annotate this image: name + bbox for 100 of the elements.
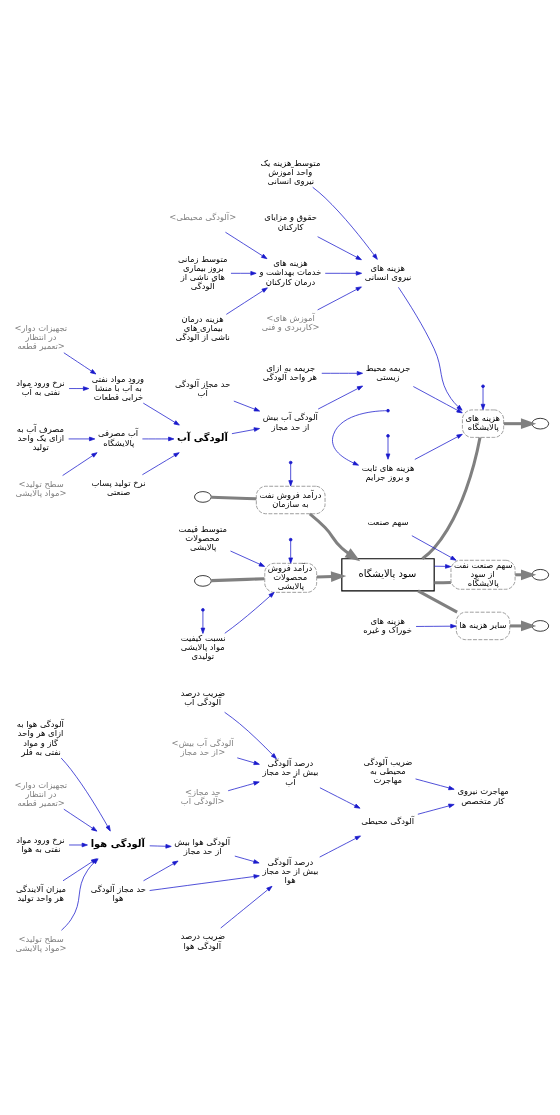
node-text: هزینه های خوراک و غیره bbox=[363, 615, 412, 635]
arrow bbox=[316, 570, 347, 582]
arrow bbox=[414, 433, 463, 460]
arrow bbox=[417, 803, 455, 815]
arrow bbox=[230, 270, 257, 276]
node-text: آلودگی آب بیش از حد مجاز bbox=[262, 411, 318, 432]
node-text: آلودگی محیطی bbox=[361, 815, 415, 826]
node-cloud bbox=[531, 568, 550, 580]
arrow bbox=[319, 786, 361, 809]
arrow bbox=[415, 778, 455, 790]
node-text: درصد آلودگی بیش از حد مجاز آب bbox=[262, 757, 319, 787]
arrow bbox=[149, 843, 172, 848]
arrow bbox=[220, 885, 273, 928]
node-cloud bbox=[194, 574, 212, 587]
arrow bbox=[142, 402, 180, 425]
arrow bbox=[224, 591, 275, 634]
node-text: هزینه های خدمات بهداشت و درمان کارکنان bbox=[259, 257, 322, 287]
node-text: درصد آلودگی بیش از حد مجاز هوا bbox=[262, 856, 319, 885]
arrow bbox=[227, 780, 260, 791]
arrow bbox=[385, 436, 391, 460]
arrow bbox=[63, 351, 97, 374]
node-text: ضریب درصد آلودگی آب bbox=[180, 687, 226, 707]
connector bbox=[421, 436, 482, 560]
arrow bbox=[288, 463, 293, 486]
arrow bbox=[230, 550, 265, 567]
arrow bbox=[312, 186, 378, 260]
arrow bbox=[317, 286, 362, 310]
node-text: مصرف آب به ازای یک واحد تولید bbox=[16, 423, 65, 452]
arrow bbox=[68, 385, 90, 391]
node-box: درآمد فروش محصولات پالایشی bbox=[264, 562, 317, 593]
node-box: سود پالایشگاه bbox=[341, 557, 435, 591]
node-text: نرخ ورود مواد نفتی به آب bbox=[16, 377, 65, 397]
arrow bbox=[60, 757, 111, 831]
node-cloud bbox=[531, 619, 550, 632]
node-text: ضریب آلودگی محیطی به مهاجرت bbox=[363, 756, 413, 785]
node-text: آلودگی هوا به ازای هر واحد گاز و مواد نفتی به فلر bbox=[16, 718, 64, 757]
node-text: آلودگی آب bbox=[176, 431, 228, 443]
arrow bbox=[224, 711, 277, 759]
arrow bbox=[412, 385, 463, 413]
arrow bbox=[288, 540, 293, 564]
node-text: نرخ تولید پساب صنعتی bbox=[91, 477, 146, 497]
connector bbox=[434, 580, 451, 584]
node-text: <سطح تولید مواد پالایشی> bbox=[15, 933, 67, 953]
arrow bbox=[308, 512, 361, 561]
node-text: <حد مجاز آلودگی آب> bbox=[180, 786, 225, 806]
node-cloud bbox=[531, 417, 550, 429]
arrow bbox=[142, 436, 175, 441]
node-text: مهاجرت نیروی کار متخصص bbox=[457, 785, 509, 806]
node-text: <تجهیزات دوار در انتظار تعمیر قطعه> bbox=[14, 779, 68, 808]
node-box: سایر هزینه ها bbox=[455, 611, 511, 640]
connector bbox=[211, 576, 265, 582]
arrow bbox=[68, 436, 96, 441]
node-text: متوسط هزینه یک واحد آموزش نیروی انسانی bbox=[260, 157, 321, 186]
arrow bbox=[319, 835, 361, 857]
node-text: حد مجاز آلودگی آب bbox=[175, 378, 231, 398]
node-text: هزینه های نیروی انسانی bbox=[364, 262, 412, 282]
arrow bbox=[398, 286, 463, 411]
node-box: درآمد فروش نفت به سازمان bbox=[255, 485, 326, 514]
node-box: هزینه های پالایشگاه bbox=[462, 409, 504, 438]
arrow bbox=[63, 808, 98, 831]
arrow bbox=[411, 534, 457, 561]
arrow bbox=[142, 451, 180, 475]
node-text: حد مجاز آلودگی هوا bbox=[90, 883, 147, 903]
arrow bbox=[225, 286, 268, 315]
node-text: جریمه محیط زیستی bbox=[365, 362, 411, 382]
node-text: <آلودگی آب بیش از حد مجاز> bbox=[171, 737, 234, 757]
arrow bbox=[200, 610, 206, 634]
node-text: آلودگی هوا bbox=[90, 837, 145, 849]
arrow bbox=[317, 235, 362, 260]
node-text: آب مصرفی پالایشگاه bbox=[97, 427, 139, 448]
node-box: سهم صنعت نفت از سود پالایشگاه bbox=[450, 559, 516, 590]
node-cloud bbox=[194, 490, 212, 503]
node-text: نسبت کیفیت مواد پالایشی تولیدی bbox=[180, 632, 226, 661]
arrow bbox=[231, 426, 260, 434]
arrow bbox=[480, 386, 486, 410]
arrow bbox=[434, 563, 452, 569]
node-text: هزینه درمان بیماری های ناشی از آلودگی bbox=[175, 313, 230, 342]
arrow bbox=[321, 370, 363, 376]
arrow bbox=[236, 757, 260, 765]
node-text: جریمه به ازای هر واحد آلودگی bbox=[262, 362, 318, 382]
node-text: <آلودگی محیطی> bbox=[169, 211, 237, 222]
node-text: متوسط زمانی بروز بیماری های ناشی از آلودگی bbox=[178, 253, 228, 291]
arrow bbox=[415, 623, 457, 628]
connector bbox=[211, 495, 257, 500]
arrow bbox=[62, 451, 98, 476]
arrow bbox=[324, 270, 362, 276]
arrow bbox=[68, 842, 88, 847]
connector bbox=[417, 589, 458, 613]
arrow bbox=[503, 417, 537, 429]
arrow bbox=[233, 400, 260, 411]
arrow bbox=[149, 873, 260, 891]
arrow bbox=[143, 860, 179, 881]
arrow bbox=[234, 855, 260, 864]
node-text: آلودگی هوا بیش از حد مجاز bbox=[174, 836, 231, 856]
node-text: نرخ ورود مواد نفتی به هوا bbox=[16, 834, 65, 854]
node-text: متوسط قیمت محصولات پالایشی bbox=[178, 523, 228, 552]
node-text: سهم صنعت bbox=[367, 516, 409, 527]
node-text: حقوق و مزایای کارکنان bbox=[264, 211, 317, 232]
arrow bbox=[332, 409, 387, 465]
node-text: <سطح تولید مواد پالایشی> bbox=[15, 478, 67, 498]
